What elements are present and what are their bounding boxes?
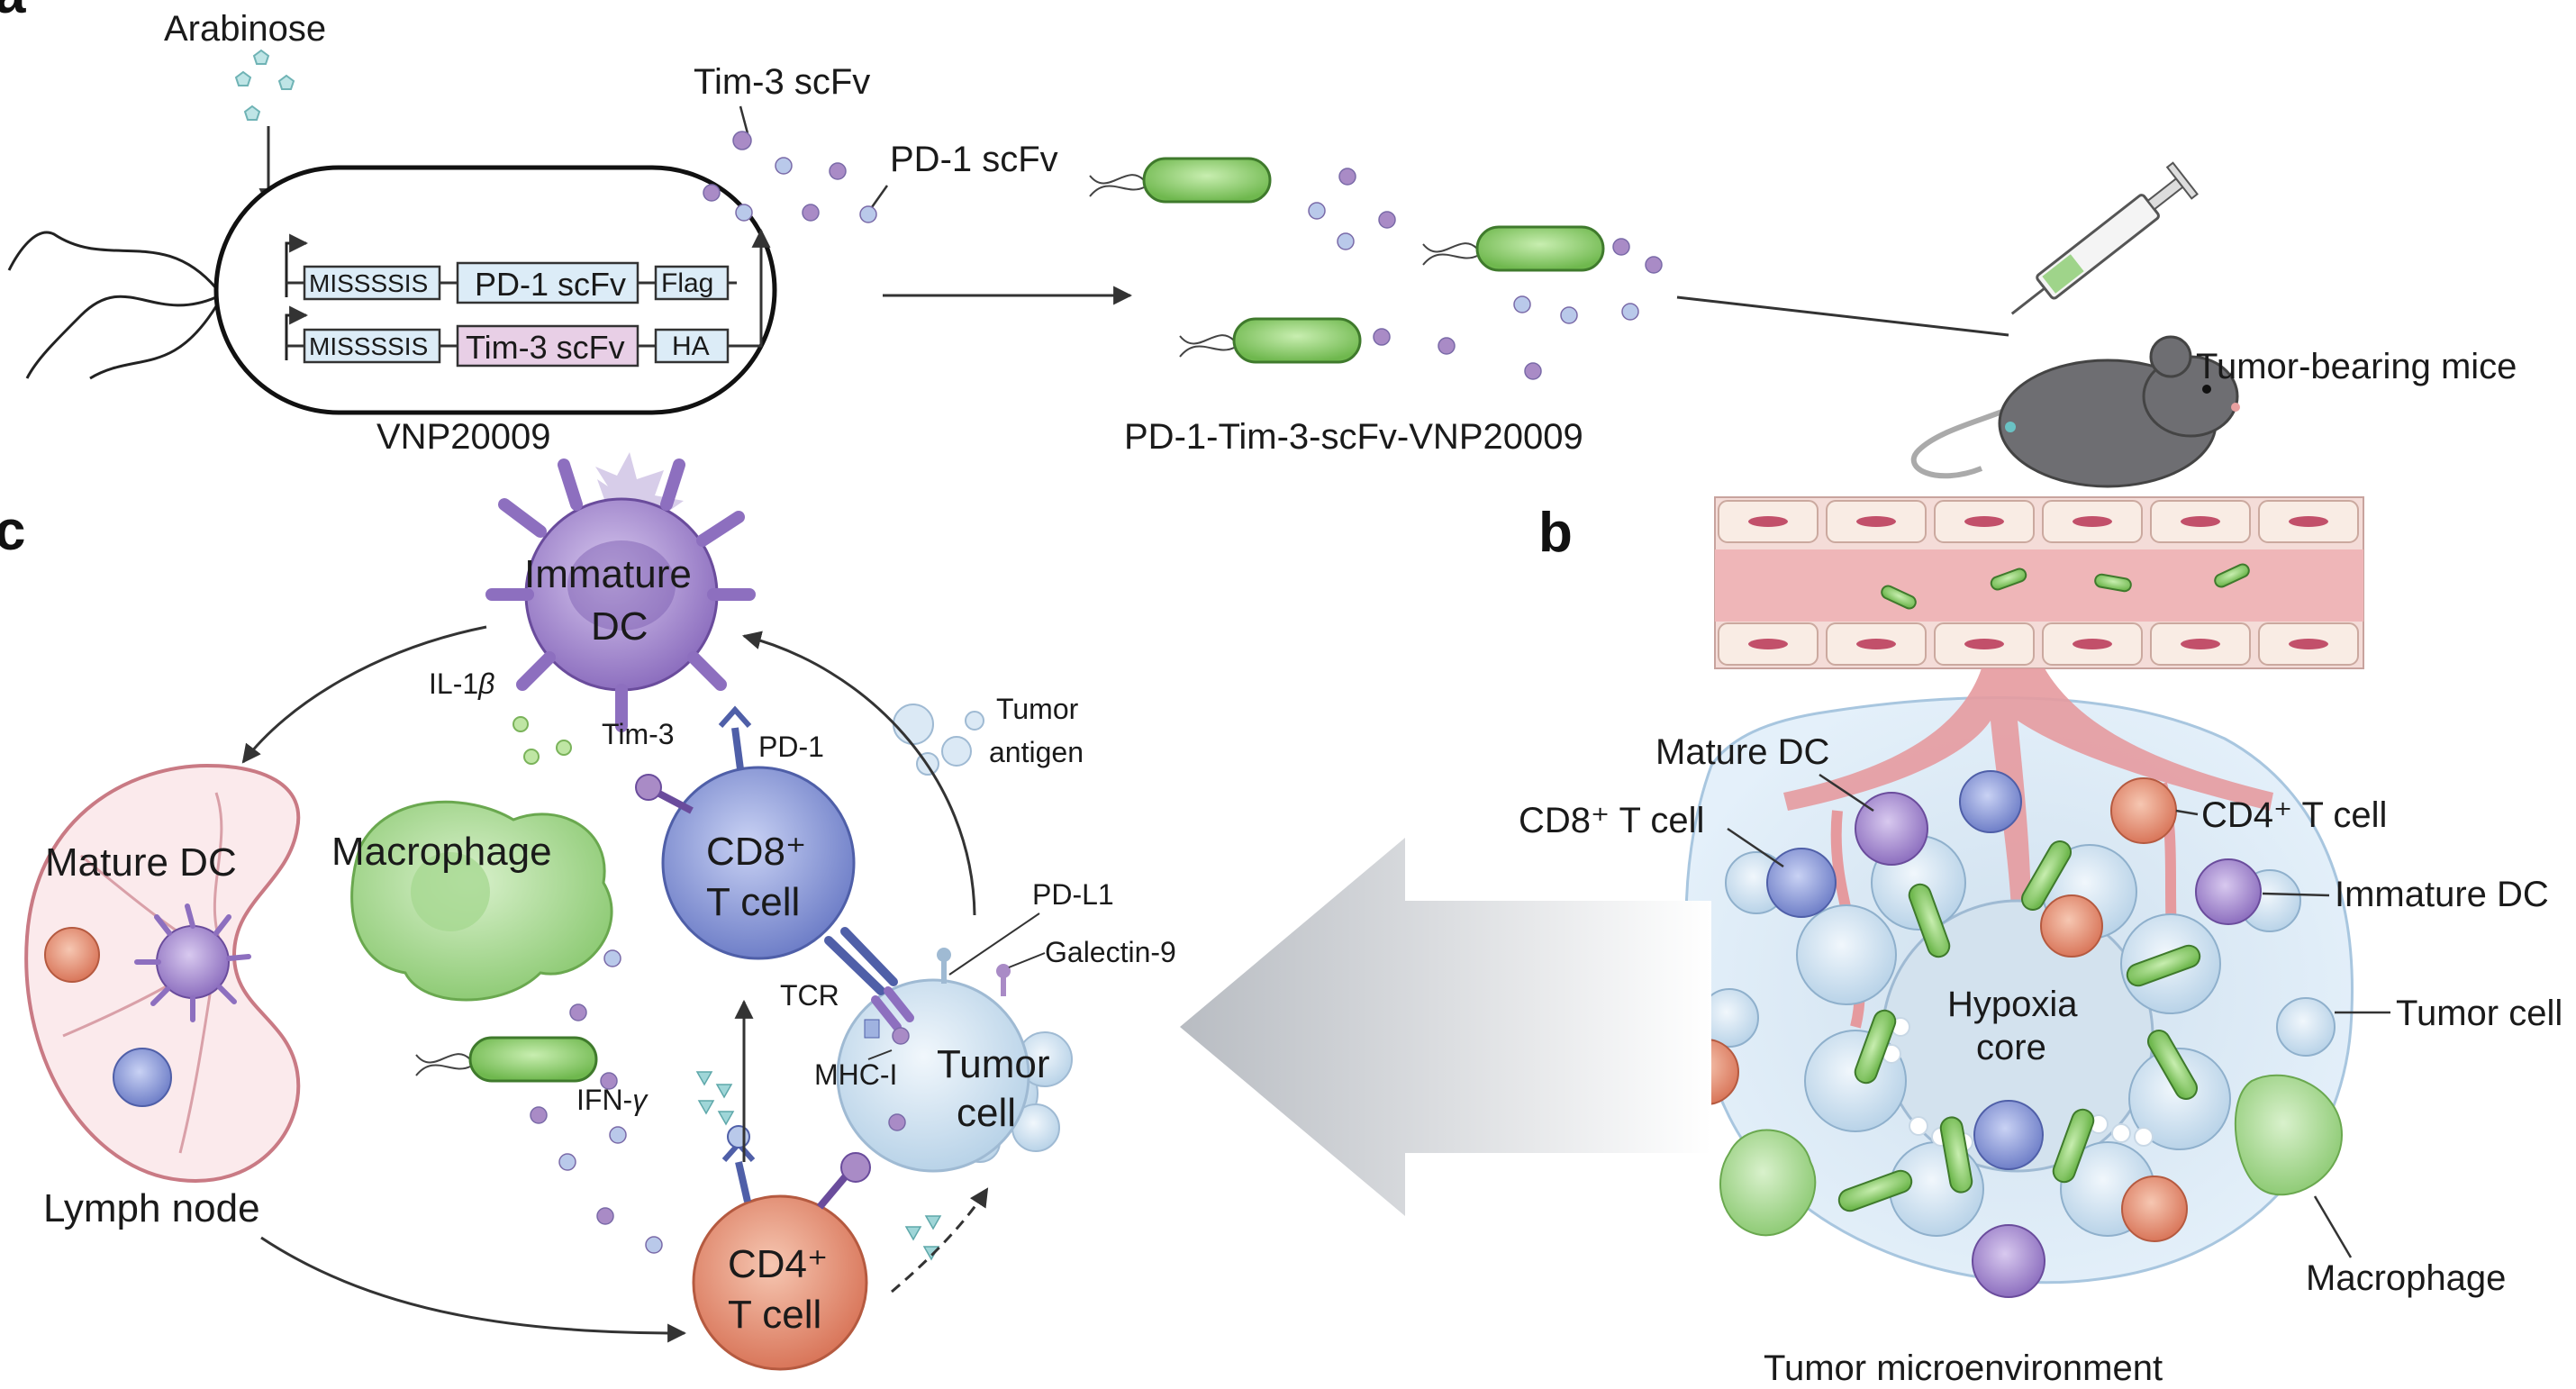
flag-tag: Flag bbox=[661, 268, 713, 298]
immature-dc-label-1: Immature bbox=[524, 552, 692, 596]
cd8-label-1: CD8⁺ bbox=[706, 830, 806, 874]
immature-dc-label-2: DC bbox=[591, 604, 649, 649]
cd8-t-cell bbox=[661, 766, 856, 960]
b-mature-dc-label: Mature DC bbox=[1655, 732, 1829, 772]
secreted-scfv-particles bbox=[703, 131, 877, 223]
syringe-icon bbox=[2010, 161, 2199, 315]
scfv-particles-c bbox=[530, 949, 910, 1254]
flagella bbox=[7, 231, 218, 380]
panel-label-b: b bbox=[1538, 502, 1573, 564]
immature-dc bbox=[485, 452, 756, 732]
flow-arrow-a2 bbox=[1676, 295, 2009, 337]
pd1-receptor bbox=[718, 705, 752, 770]
engineered-strain-label: PD-1-Tim-3-scFv-VNP20009 bbox=[1124, 417, 1583, 457]
galectin9-ligand bbox=[996, 964, 1011, 996]
bacterium-c bbox=[415, 1036, 598, 1083]
panel-label-a: a bbox=[0, 0, 26, 25]
b-tumor-cell-label: Tumor cell bbox=[2396, 994, 2562, 1033]
b-immature-dc-label: Immature DC bbox=[2335, 875, 2549, 914]
panel-a: Arabinose MISSSSIS PD-1 scFv Flag bbox=[7, 9, 2517, 488]
arrow-lymph-to-cd4 bbox=[260, 1236, 687, 1343]
tcr-label: TCR bbox=[780, 979, 839, 1012]
strain-label: VNP20009 bbox=[376, 417, 550, 457]
lymph-node-dc bbox=[134, 903, 251, 1022]
hypoxia-label-2: core bbox=[1976, 1028, 2046, 1067]
c-macrophage-label: Macrophage bbox=[331, 830, 552, 874]
pd1-scfv-gene: PD-1 scFv bbox=[475, 266, 626, 303]
tumor-cell-c bbox=[836, 978, 1073, 1173]
panel-label-c: c bbox=[0, 500, 25, 562]
mhc-label: MHC-I bbox=[814, 1058, 897, 1091]
tumor-cell-label-2: cell bbox=[957, 1091, 1016, 1135]
tme-bacteria bbox=[1837, 840, 2201, 1212]
pdl1-ligand bbox=[937, 948, 951, 984]
immune-synapse bbox=[824, 927, 914, 1039]
panel-c: Mature DC Lymph node Immature DC IL-1β M… bbox=[24, 452, 1176, 1371]
cd8-label-2: T cell bbox=[706, 880, 800, 924]
arrow-cd4-to-tumor bbox=[891, 1187, 989, 1294]
pd1-scfv-label: PD-1 scFv bbox=[890, 140, 1058, 179]
cd4-label-2: T cell bbox=[728, 1293, 821, 1337]
cd4-label-1: CD4⁺ bbox=[728, 1242, 828, 1286]
lymph-node-label: Lymph node bbox=[43, 1186, 260, 1230]
tumor-antigen-label-2: antigen bbox=[989, 736, 1084, 768]
galectin-label: Galectin-9 bbox=[1045, 936, 1176, 968]
il1b-label: IL-1β bbox=[429, 667, 494, 700]
panel-b: Hypoxia core Mature bbox=[1519, 496, 2562, 1388]
construct-pd1: MISSSSIS PD-1 scFv Flag bbox=[285, 233, 737, 304]
ha-tag: HA bbox=[672, 331, 710, 361]
tim3-receptor bbox=[635, 774, 694, 814]
b-cd4-label: CD4⁺ T cell bbox=[2201, 795, 2387, 835]
mice-label: Tumor-bearing mice bbox=[2196, 347, 2517, 386]
tim3-scfv-label: Tim-3 scFv bbox=[694, 62, 870, 102]
core-microvesicles bbox=[1882, 1017, 2154, 1152]
ifn-gamma-molecules bbox=[695, 1071, 942, 1261]
arabinose-label: Arabinose bbox=[164, 9, 326, 49]
il1b-molecules bbox=[512, 716, 572, 765]
ifn-label: IFN-γ bbox=[576, 1084, 649, 1116]
b-to-c-arrow bbox=[1180, 838, 1711, 1216]
signal-peptide-2: MISSSSIS bbox=[309, 332, 428, 360]
blood-vessel bbox=[1714, 496, 2364, 669]
b-cd8-label: CD8⁺ T cell bbox=[1519, 801, 1704, 840]
pd1-label: PD-1 bbox=[758, 731, 824, 763]
arrow-dc-to-lymph bbox=[241, 625, 487, 764]
mouse-icon bbox=[1910, 335, 2240, 488]
cd4-t-cell bbox=[692, 1194, 868, 1371]
c-mature-dc-label: Mature DC bbox=[45, 840, 237, 885]
b-microenv-label: Tumor microenvironment bbox=[1764, 1348, 2163, 1388]
tumor-antigen-label-1: Tumor bbox=[996, 693, 1079, 725]
pdl1-label: PD-L1 bbox=[1032, 878, 1114, 911]
cd4-receptors bbox=[721, 1125, 871, 1210]
arrow-tumor-to-dc bbox=[741, 631, 976, 916]
construct-tim3: MISSSSIS Tim-3 scFv HA bbox=[285, 228, 771, 368]
tim3-label: Tim-3 bbox=[602, 718, 675, 750]
b-macrophage-label: Macrophage bbox=[2306, 1258, 2506, 1298]
engineered-bacteria bbox=[1089, 157, 1663, 380]
tim3-scfv-gene: Tim-3 scFv bbox=[466, 329, 625, 366]
tumor-cell-label-1: Tumor bbox=[937, 1042, 1050, 1086]
hypoxia-label-1: Hypoxia bbox=[1947, 985, 2078, 1024]
signal-peptide-1: MISSSSIS bbox=[309, 269, 428, 297]
